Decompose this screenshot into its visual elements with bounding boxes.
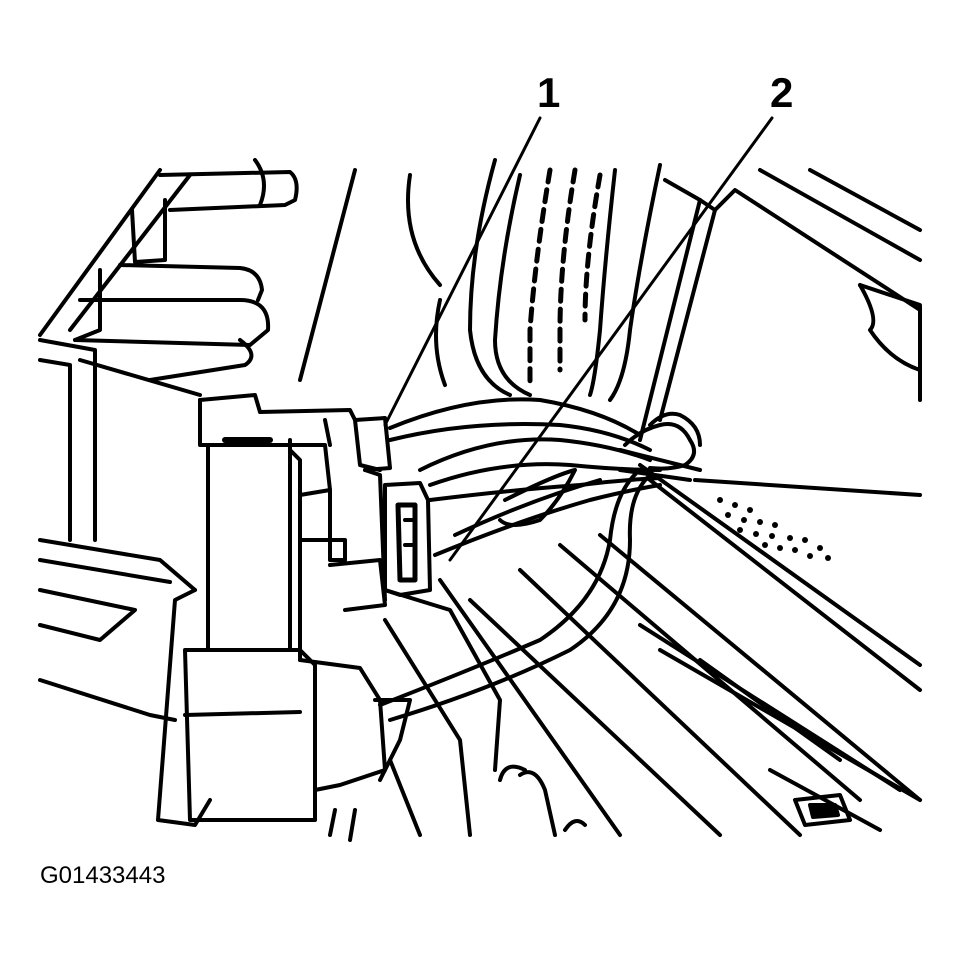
figure-id: G01433443 [40,862,166,889]
speckle-texture [717,497,831,561]
side-connector [383,481,432,597]
harness-bundle [406,158,662,402]
wire-runs [378,397,662,722]
callout-2-label: 2 [770,69,794,116]
floor-rails [383,533,922,837]
callout-2-leader [448,116,774,562]
lower-shroud [156,588,412,842]
main-connector-block [198,393,392,662]
left-panel [38,538,197,722]
callout-1-leader [383,116,542,427]
upper-left-bracket [38,158,357,542]
callout-1-label: 1 [537,69,561,116]
tie-strap [618,411,702,482]
